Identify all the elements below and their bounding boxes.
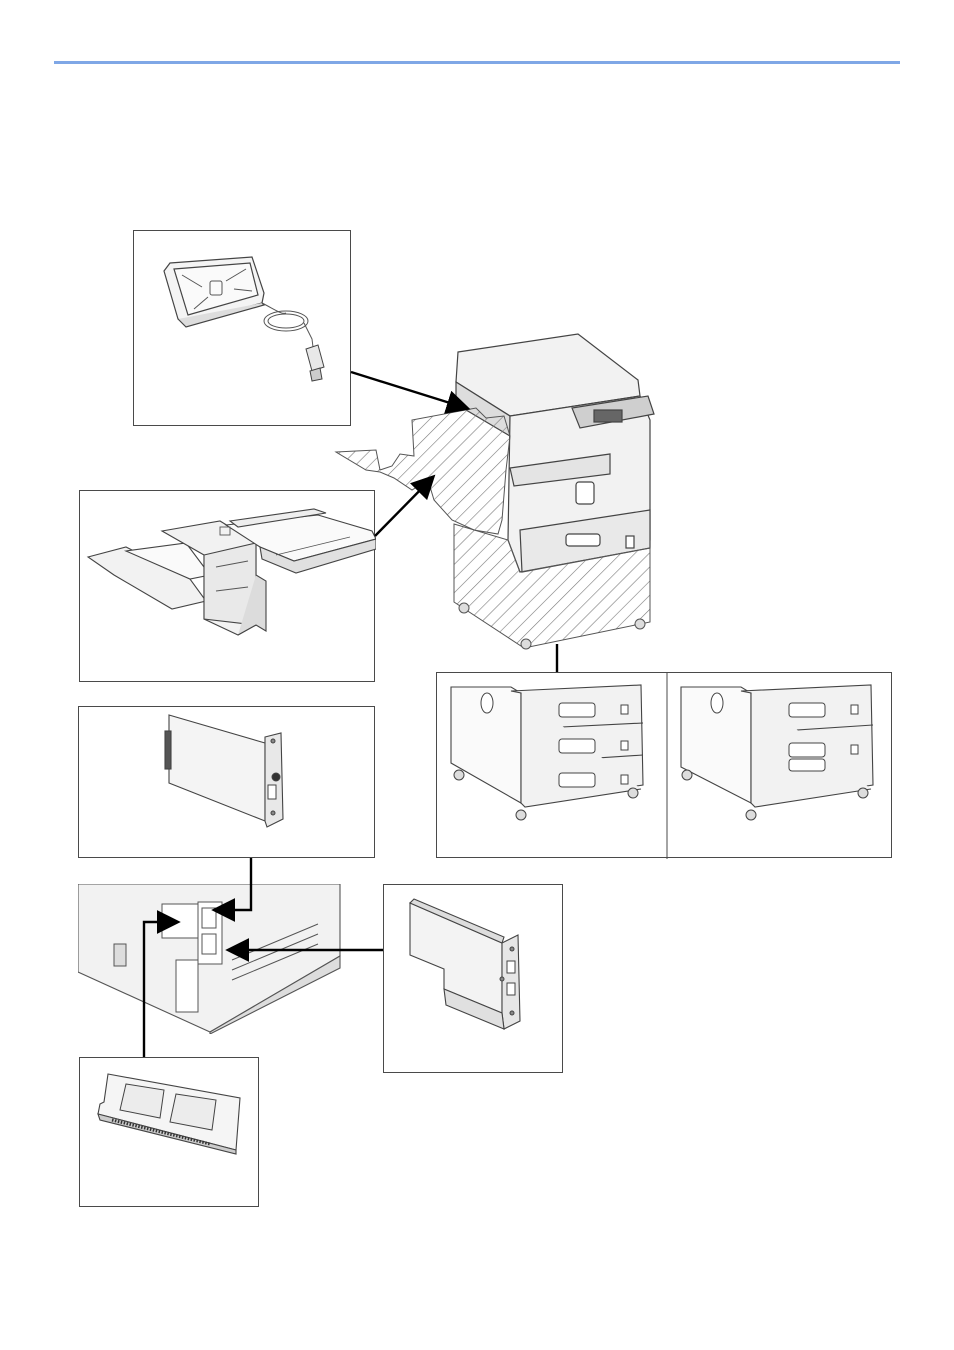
document-finisher-icon: [86, 508, 376, 636]
panel-memory-module: [79, 1057, 259, 1207]
panel-interface-kit: [383, 884, 563, 1073]
paper-feeder-2-tray-icon: [680, 684, 874, 808]
panel-document-finisher: [79, 490, 376, 682]
paper-feeder-3-tray-icon: [450, 684, 644, 808]
machine-rear-panel-icon: [78, 884, 341, 1034]
interface-kit-icon: [409, 898, 521, 1030]
header-rule: [54, 61, 900, 64]
panel-usb-card-reader: [133, 230, 351, 426]
usb-card-reader-icon: [163, 256, 325, 382]
paper-feeders-group: [450, 673, 874, 859]
expansion-card-icon: [164, 714, 284, 828]
main-unit-copier-icon: [455, 333, 655, 573]
memory-module-icon: [97, 1073, 241, 1155]
panel-paper-feeders: [436, 672, 892, 859]
panel-expansion-card: [78, 706, 375, 858]
